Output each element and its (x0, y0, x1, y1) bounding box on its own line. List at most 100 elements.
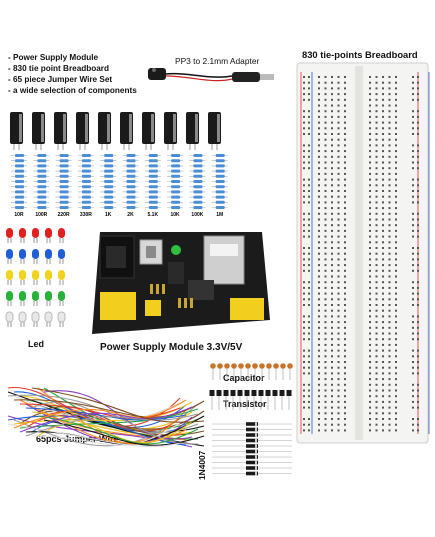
resistor (55, 180, 72, 183)
resistor (100, 206, 117, 209)
resistor (100, 154, 117, 157)
resistor (189, 200, 206, 204)
resistor (189, 185, 206, 189)
resistor (211, 169, 228, 173)
resistor (55, 159, 72, 163)
resistor (77, 169, 94, 173)
resistor (11, 169, 27, 173)
resistor (11, 206, 27, 209)
resistor (55, 190, 72, 194)
electrolytic-capacitor (142, 112, 155, 150)
jumper-wire (31, 411, 193, 444)
resistor (189, 154, 206, 157)
resistor-value-label: 5.1K (148, 212, 159, 218)
resistor-value-label: 100K (191, 212, 203, 218)
resistor (167, 164, 184, 168)
resistor (33, 169, 50, 173)
feature-item: - 830 tie point Breadboard (8, 64, 109, 73)
resistor (189, 159, 206, 163)
transistor (244, 390, 250, 410)
resistor (189, 169, 206, 173)
resistor (189, 180, 206, 183)
ceramic-capacitors (210, 363, 293, 380)
jumper-wire (7, 391, 205, 447)
led (58, 270, 65, 285)
diode (212, 433, 292, 437)
electrolytic-capacitors (10, 112, 221, 150)
resistor (211, 180, 228, 183)
ceramic-capacitor (287, 363, 293, 380)
diode (212, 449, 292, 454)
ceramic-capacitor (252, 363, 258, 380)
resistor (55, 200, 72, 204)
diode (212, 427, 292, 432)
led (45, 228, 52, 243)
resistor (100, 180, 117, 183)
resistor (144, 190, 161, 194)
resistor (77, 185, 94, 189)
resistor (100, 200, 117, 204)
breadboard-title: 830 tie-points Breadboard (302, 49, 418, 60)
ceramic-capacitor (259, 363, 265, 380)
resistor (11, 180, 27, 183)
resistor-value-label: 2K (127, 212, 134, 218)
resistor (100, 185, 117, 189)
power-supply-module-image (92, 232, 270, 334)
jumper-wire (25, 413, 199, 437)
resistor (167, 195, 184, 199)
resistor (167, 190, 184, 194)
resistor (77, 154, 94, 157)
transistor (258, 390, 264, 410)
led (6, 228, 13, 243)
resistor (100, 174, 117, 178)
resistor (189, 195, 206, 199)
transistor-title: Transistor (223, 399, 267, 409)
feature-list: - Power Supply Module - 830 tie point Br… (8, 52, 137, 96)
resistor-value-label: 220R (58, 212, 70, 218)
transistor (209, 390, 215, 410)
jumper-wire (25, 407, 187, 421)
electrolytic-capacitor (164, 112, 177, 150)
resistor (122, 164, 139, 168)
resistor (77, 180, 94, 183)
resistor (77, 206, 94, 209)
resistor (122, 154, 139, 157)
resistor (11, 174, 27, 178)
diode (212, 444, 292, 448)
resistor (33, 164, 50, 168)
resistor-value-label: 100R (35, 212, 47, 218)
resistor (122, 169, 139, 173)
resistor (33, 159, 50, 163)
led (31, 311, 40, 327)
resistor (211, 190, 228, 194)
resistor (100, 190, 117, 194)
led-grid (5, 228, 66, 327)
transistor (237, 390, 243, 410)
resistor (77, 159, 94, 163)
resistor (144, 185, 161, 189)
resistor (189, 164, 206, 168)
resistor (144, 154, 161, 157)
electrolytic-capacitor (54, 112, 67, 150)
transistor (279, 390, 285, 410)
resistor-value-label: 10R (14, 212, 24, 218)
electrolytic-capacitor (10, 112, 23, 150)
resistor (100, 164, 117, 168)
resistor (167, 174, 184, 178)
transistor (272, 390, 278, 410)
diode (212, 471, 292, 476)
resistor (211, 174, 228, 178)
resistor (11, 200, 27, 204)
led (45, 270, 52, 285)
resistor (211, 185, 228, 189)
diodes (212, 422, 292, 476)
jumper-wire (25, 415, 205, 445)
ceramic-capacitor (238, 363, 244, 380)
resistor (211, 164, 228, 168)
led (5, 311, 14, 327)
jumper-wire (19, 403, 181, 420)
resistor-value-label: 10K (171, 212, 181, 218)
ceramic-capacitor (245, 363, 251, 380)
resistor (144, 200, 161, 204)
resistor (144, 195, 161, 199)
